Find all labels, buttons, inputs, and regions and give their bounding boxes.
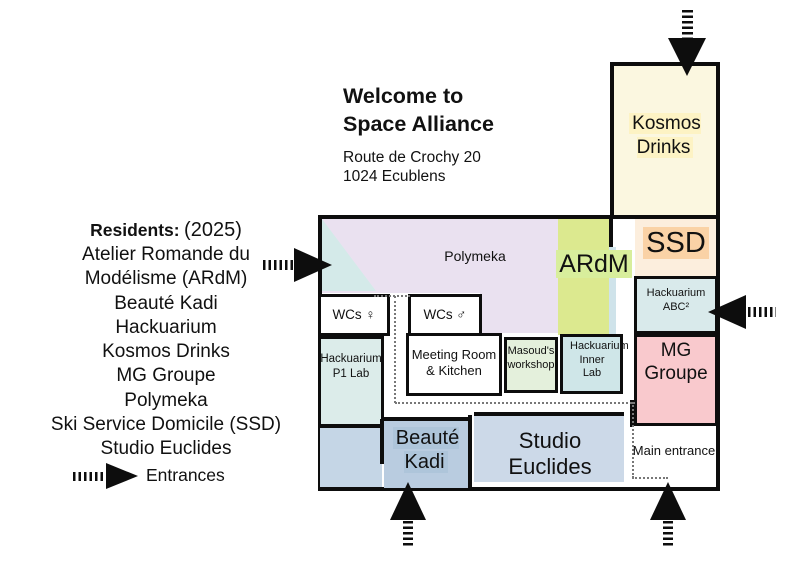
corridor-dotted-line xyxy=(394,296,396,403)
entrance-arrow-tail-icon xyxy=(682,10,693,40)
room-label-polymeka: Polymeka xyxy=(444,248,506,264)
room-masoud-workshop xyxy=(504,337,558,393)
residents-heading: Residents: (2025) xyxy=(0,219,332,242)
wall-segment xyxy=(468,415,472,490)
room-label-beaute-kadi: Beauté Kadi xyxy=(380,427,472,474)
corridor-dotted-line xyxy=(632,477,668,479)
entrance-arrow-main-entrance-icon xyxy=(650,482,686,520)
room-meeting-kitchen xyxy=(406,333,502,396)
room-label-main-entrance: Main entrance xyxy=(632,443,716,458)
room-label-wcs-women: WCs ♀ xyxy=(332,307,376,322)
room-label-hackuarium-p1-lab: Hackuarium P1 Lab xyxy=(320,353,382,380)
room-polymeka-extension xyxy=(480,293,558,333)
title-line2: Space Alliance xyxy=(343,112,494,136)
room-label-studio-euclides: Studio Euclides xyxy=(508,428,592,479)
room-kosmos-drinks xyxy=(610,62,720,219)
room-hackuarium-inner-lab xyxy=(560,334,623,394)
resident-item: Polymeka xyxy=(124,389,208,411)
resident-item: Beauté Kadi xyxy=(114,292,218,314)
room-label-meeting-kitchen: Meeting Room & Kitchen xyxy=(411,347,497,378)
room-beaute-kadi-annex xyxy=(320,425,382,487)
resident-item: Kosmos Drinks xyxy=(102,341,230,363)
legend-entrances-label: Entrances xyxy=(146,465,225,485)
entrance-arrow-tail-icon xyxy=(663,521,673,548)
entrance-arrow-tail-icon xyxy=(403,521,413,548)
entrance-arrow-beaute-kadi-icon xyxy=(390,482,426,520)
room-label-masoud-workshop: Masoud's workshop xyxy=(507,345,555,371)
room-wcs-women xyxy=(318,294,390,336)
wall-segment xyxy=(380,419,384,464)
room-hackuarium-p1-lab xyxy=(318,336,384,427)
residents-list: Atelier Romande du Modélisme (ARdM) Beau… xyxy=(10,243,322,462)
address-line1: Route de Crochy 20 xyxy=(343,149,481,166)
room-label-ardm: ARdM xyxy=(550,250,638,279)
room-label-wcs-men: WCs ♂ xyxy=(423,307,467,322)
wall-segment xyxy=(609,215,613,247)
resident-item: Atelier Romande du Modélisme (ARdM) xyxy=(82,244,250,290)
residents-heading-year: (2025) xyxy=(184,219,242,241)
room-studio-euclides xyxy=(474,412,624,482)
corridor-dotted-line xyxy=(632,402,634,478)
room-label-hackuarium-inner-lab: Hackuarium Inner Lab xyxy=(570,340,629,379)
room-mg-groupe xyxy=(634,334,718,426)
room-label-ssd: SSD xyxy=(632,227,720,260)
ardm-side-sliver xyxy=(609,247,616,335)
entrance-arrow-top-icon xyxy=(668,38,706,76)
resident-item: Ski Service Domicile (SSD) xyxy=(50,414,282,436)
resident-item: Hackuarium xyxy=(115,316,217,338)
room-label-mg-groupe: MG Groupe xyxy=(644,340,708,384)
legend-entrance-arrow-tail-icon xyxy=(73,472,106,481)
corridor-dotted-line xyxy=(374,295,410,297)
title-block: Welcome to Space Alliance Route de Croch… xyxy=(343,82,583,186)
title-line1: Welcome to xyxy=(343,84,464,108)
room-label-hackuarium-abc2: Hackuarium ABC² xyxy=(646,287,706,313)
entrance-arrow-tail-icon xyxy=(748,307,776,317)
room-label-kosmos-drinks: Kosmos Drinks xyxy=(612,112,718,159)
corridor-dotted-line xyxy=(395,402,635,404)
entrance-arrow-right-icon xyxy=(708,295,746,329)
entrance-arrow-left-icon xyxy=(294,248,332,282)
resident-item: MG Groupe xyxy=(116,365,216,387)
resident-item: Studio Euclides xyxy=(100,438,232,460)
address-line2: 1024 Ecublens xyxy=(343,168,446,185)
residents-heading-label: Residents: xyxy=(90,220,180,240)
legend-entrance-arrow-icon xyxy=(106,463,138,489)
entrance-arrow-tail-icon xyxy=(263,260,294,270)
